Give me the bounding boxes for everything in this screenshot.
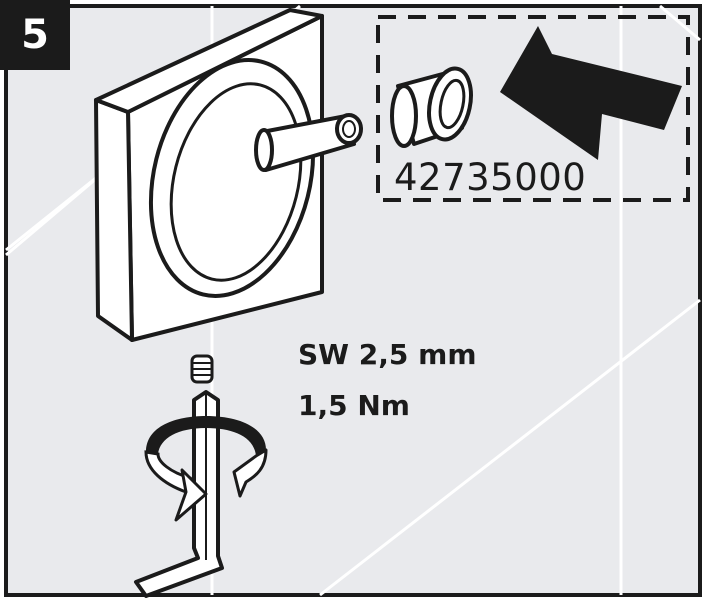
wrench-size-label: SW 2,5 mm (298, 338, 477, 371)
spare-part-sleeve (390, 66, 473, 148)
part-callout-box (376, 15, 690, 202)
rotation-arrow-icon (144, 416, 268, 522)
spout-pin (254, 113, 363, 172)
torque-label: 1,5 Nm (298, 389, 410, 422)
wall-plate (94, 8, 324, 342)
grub-screw-icon (190, 354, 214, 384)
step-number-badge: 5 (0, 0, 70, 70)
part-number-label: 42735000 (394, 156, 587, 199)
arrow-left-icon (500, 26, 682, 160)
